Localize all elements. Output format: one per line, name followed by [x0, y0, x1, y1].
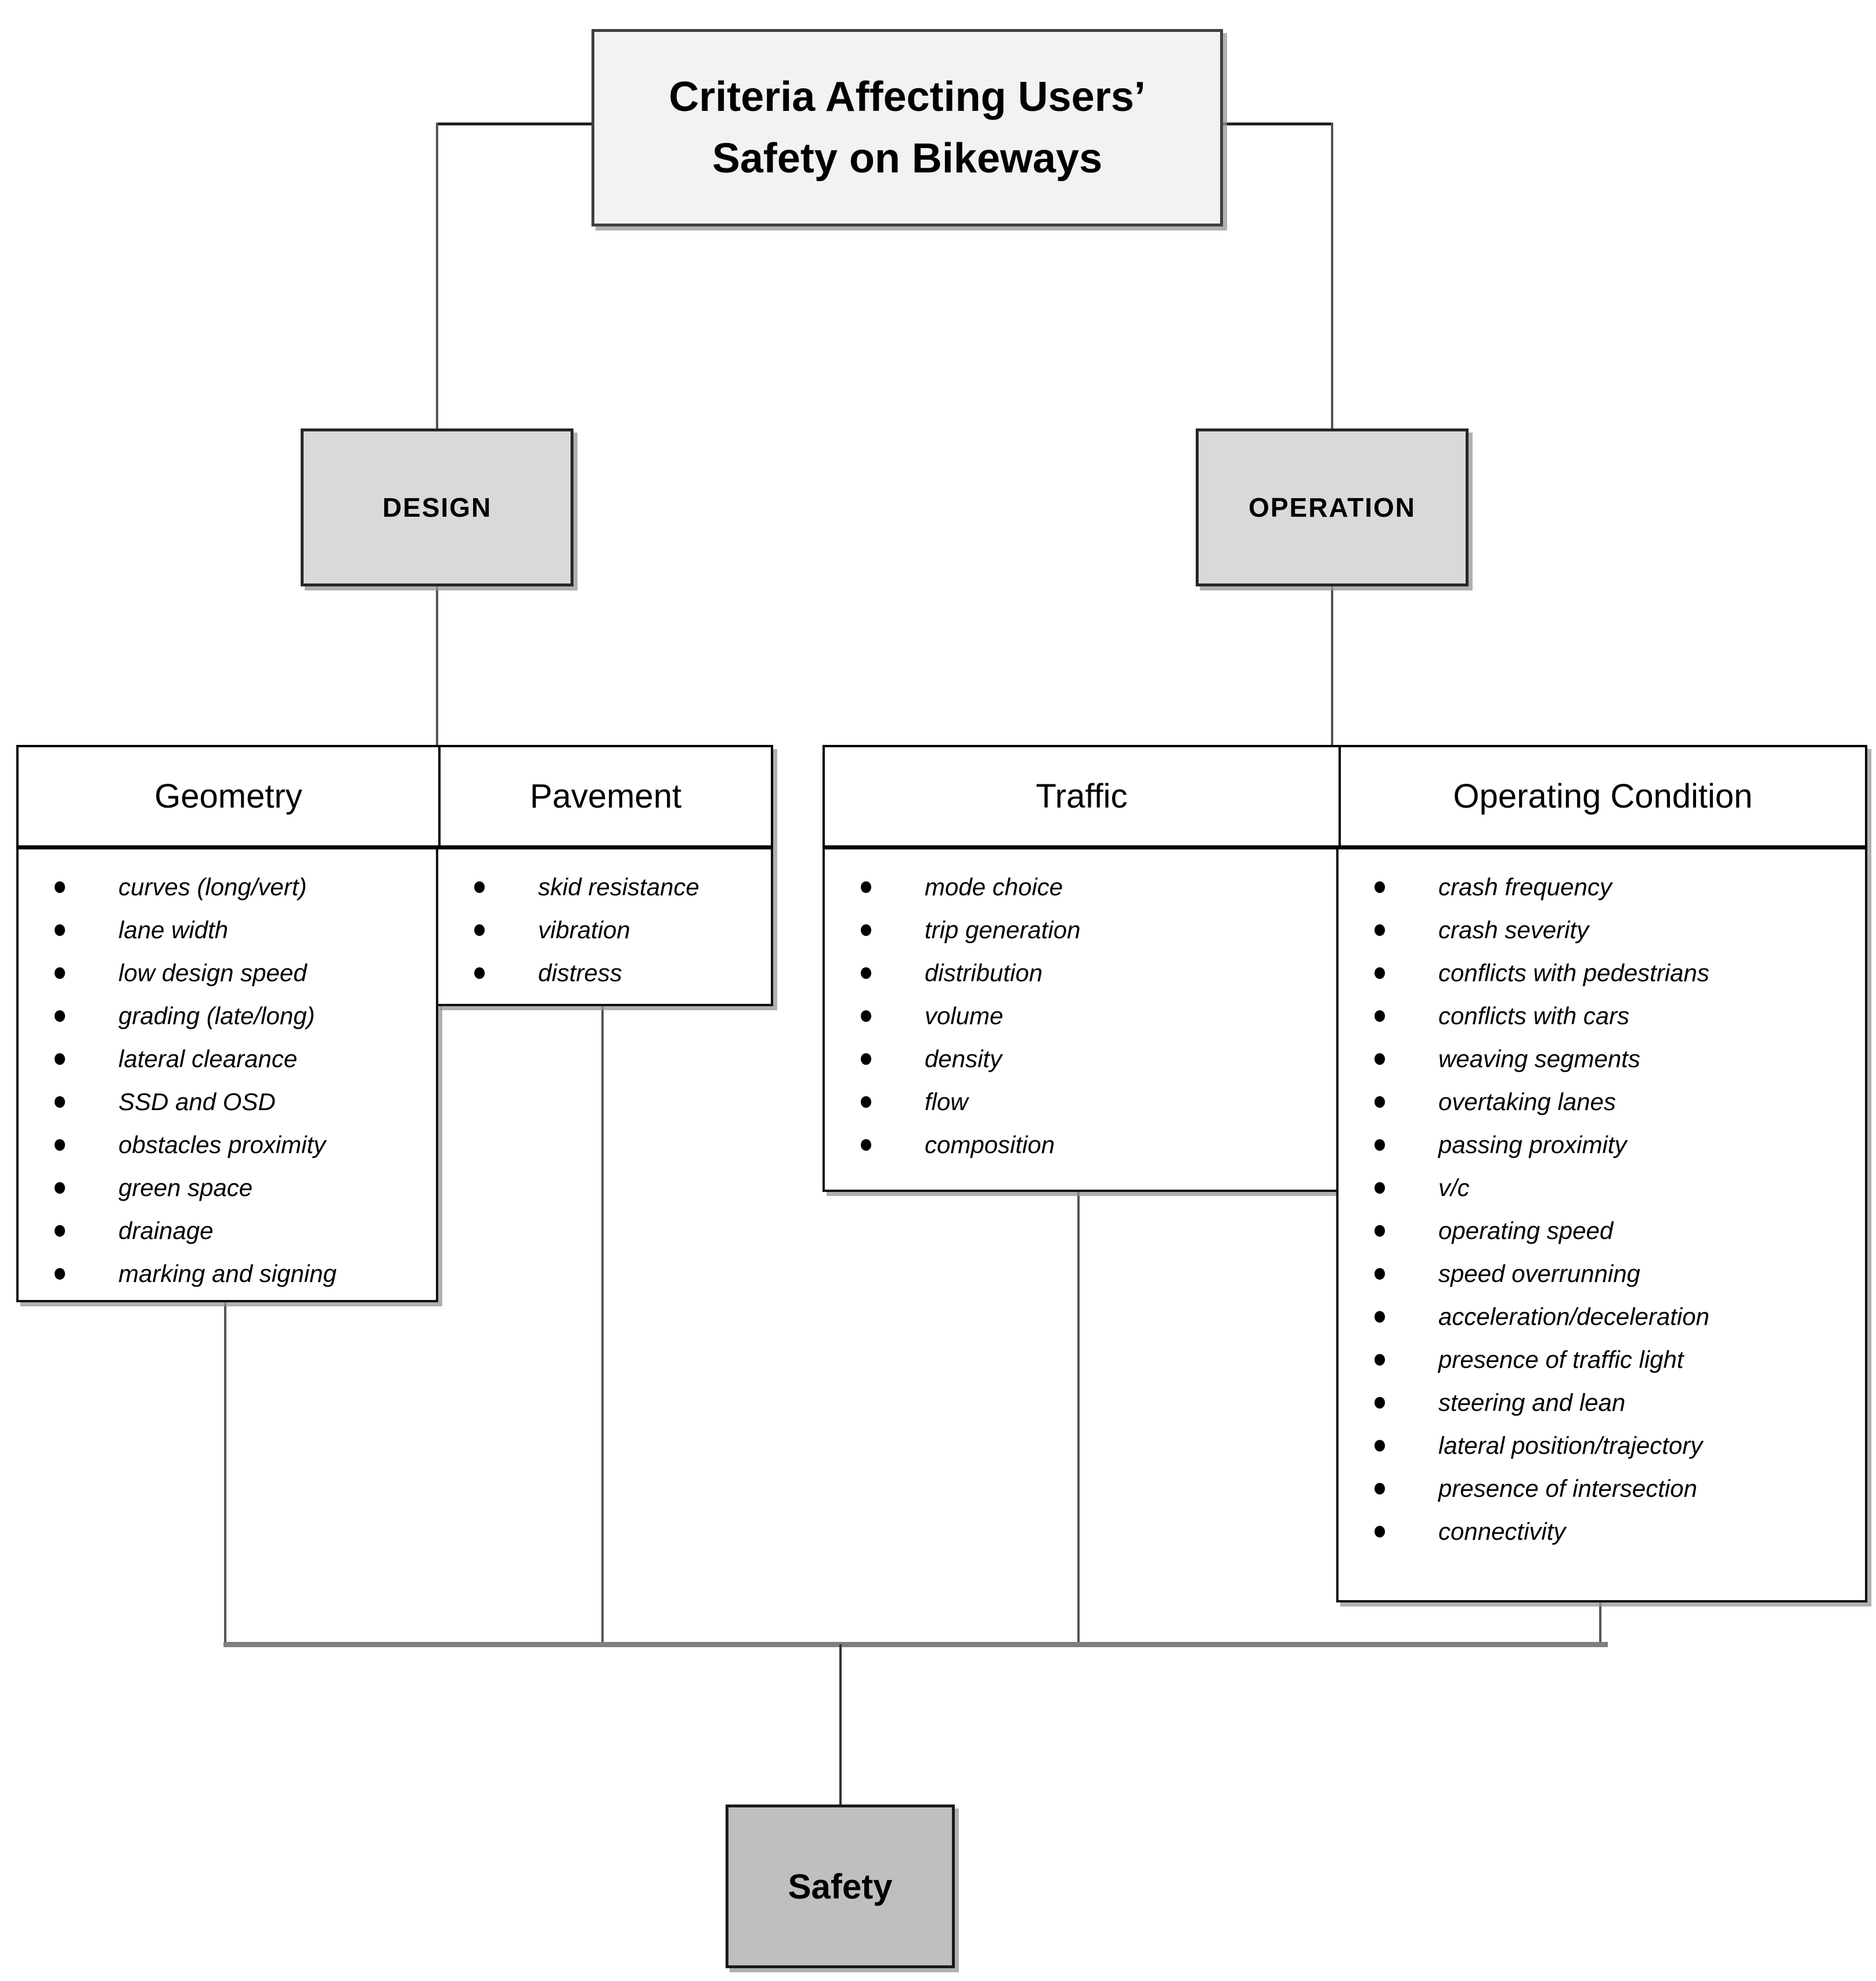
list-item: curves (long/vert) — [19, 866, 427, 909]
list-item: drainage — [19, 1209, 427, 1252]
list-item: crash severity — [1339, 909, 1856, 952]
title-text: Criteria Affecting Users’ Safety on Bike… — [669, 74, 1146, 182]
list-item: conflicts with pedestrians — [1339, 952, 1856, 995]
list-item: distribution — [825, 952, 1327, 995]
list-item: lateral clearance — [19, 1038, 427, 1080]
list-item: composition — [825, 1123, 1327, 1166]
design-label: DESIGN — [382, 492, 492, 523]
connector-pavement-vertical — [601, 1006, 604, 1644]
list-item: passing proximity — [1339, 1123, 1856, 1166]
list-item: flow — [825, 1080, 1327, 1123]
list-item: acceleration/deceleration — [1339, 1295, 1856, 1338]
list-item: grading (late/long) — [19, 995, 427, 1038]
list-item: presence of intersection — [1339, 1467, 1856, 1510]
list-item: green space — [19, 1166, 427, 1209]
list-item: trip generation — [825, 909, 1327, 952]
connector-title-to-design-horizontal — [437, 123, 591, 125]
list-item: lateral position/trajectory — [1339, 1424, 1856, 1467]
title-box: Criteria Affecting Users’ Safety on Bike… — [591, 29, 1223, 226]
list-item: operating speed — [1339, 1209, 1856, 1252]
connector-geometry-vertical — [224, 1302, 226, 1644]
traffic-header: Traffic — [1036, 777, 1128, 815]
connector-traffic-vertical — [1077, 1192, 1080, 1644]
list-item: connectivity — [1339, 1510, 1856, 1553]
list-item: marking and signing — [19, 1252, 427, 1295]
pavement-header: Pavement — [438, 747, 771, 845]
list-item: distress — [438, 952, 762, 995]
connector-operation-vertical-bottom — [1331, 586, 1333, 745]
connector-title-to-operation-horizontal — [1223, 123, 1332, 125]
list-item: SSD and OSD — [19, 1080, 427, 1123]
list-item: lane width — [19, 909, 427, 952]
operation-label: OPERATION — [1248, 492, 1416, 523]
design-criteria-header-row: Geometry Pavement — [16, 745, 773, 849]
list-item: overtaking lanes — [1339, 1080, 1856, 1123]
list-item: vibration — [438, 909, 762, 952]
list-item: skid resistance — [438, 866, 762, 909]
list-item: presence of traffic light — [1339, 1338, 1856, 1381]
connector-safety-vertical — [839, 1644, 842, 1804]
list-item: weaving segments — [1339, 1038, 1856, 1080]
design-box: DESIGN — [301, 428, 573, 586]
operating-condition-header: Operating Condition — [1339, 747, 1865, 845]
list-item: obstacles proximity — [19, 1123, 427, 1166]
connector-operation-vertical-top — [1331, 123, 1333, 428]
bus-line — [223, 1642, 1608, 1647]
safety-box: Safety — [726, 1804, 955, 1968]
list-item: mode choice — [825, 866, 1327, 909]
connector-design-vertical-top — [436, 123, 438, 428]
list-item: conflicts with cars — [1339, 995, 1856, 1038]
connector-design-vertical-bottom — [436, 586, 438, 745]
operation-criteria-header-row: Traffic Operating Condition — [822, 745, 1867, 849]
connector-operating-vertical — [1599, 1602, 1601, 1644]
list-item: crash frequency — [1339, 866, 1856, 909]
safety-label: Safety — [788, 1867, 893, 1906]
list-item: low design speed — [19, 952, 427, 995]
list-item: density — [825, 1038, 1327, 1080]
list-item: steering and lean — [1339, 1381, 1856, 1424]
list-item: volume — [825, 995, 1327, 1038]
geometry-header: Geometry — [154, 777, 302, 815]
operation-box: OPERATION — [1196, 428, 1469, 586]
list-item: v/c — [1339, 1166, 1856, 1209]
list-item: speed overrunning — [1339, 1252, 1856, 1295]
